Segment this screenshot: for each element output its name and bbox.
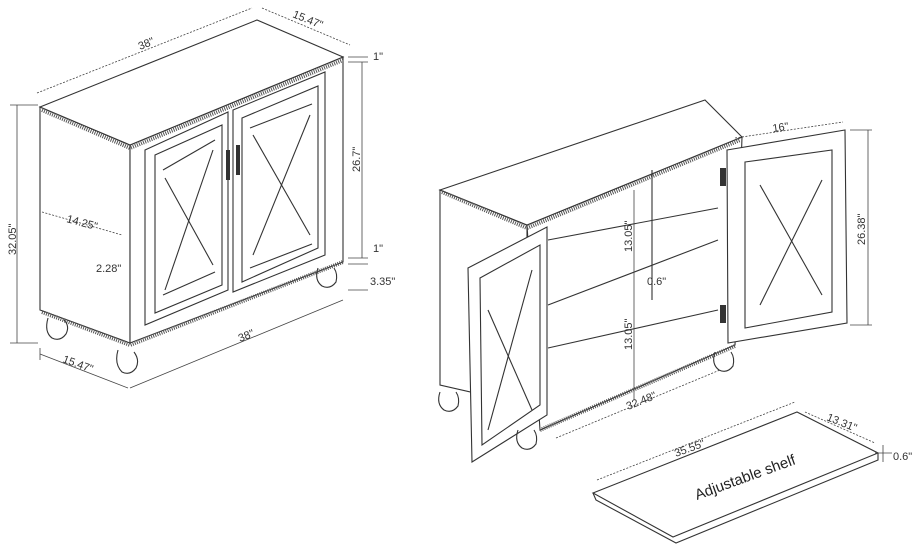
leg [316, 267, 338, 288]
dim-side-offset: 2.28" [96, 263, 121, 275]
left-door-inner-frame [154, 124, 223, 314]
open-cabinet [438, 99, 872, 463]
hinge-icon [720, 168, 726, 186]
dim-top-thickness: 1" [373, 51, 383, 63]
dim-lower-compartment: 13.05" [623, 318, 635, 350]
dim-body-height: 26.7" [351, 147, 363, 172]
dim-base-width: 38" [237, 328, 257, 345]
cabinet-top [38, 19, 345, 146]
adjustable-shelf [591, 401, 892, 544]
dim-door-width: 16" [772, 121, 790, 135]
right-door-inner-frame [241, 85, 319, 283]
dim-top-depth: 15.47" [291, 9, 325, 32]
hinge-icon [720, 305, 726, 323]
handle-icon [226, 150, 230, 180]
dim-base-thickness: 1" [373, 243, 383, 255]
dim-shelf-marker: 0.6" [647, 276, 666, 288]
leg [46, 317, 69, 340]
dim-top-width: 38" [137, 36, 157, 53]
right-door [232, 71, 326, 293]
dim-leg-height: 3.35" [370, 276, 395, 288]
leg [438, 391, 460, 412]
dim-overall-height: 32.05" [7, 223, 19, 255]
upper-shelf [547, 207, 719, 241]
dim-shelf-thickness: 0.6" [893, 451, 912, 463]
leg [116, 349, 139, 374]
lower-shelf [547, 309, 719, 349]
dim-upper-compartment: 13.05" [623, 220, 635, 252]
closed-cabinet [10, 7, 368, 389]
handle-icon [236, 145, 240, 175]
dim-base-depth: 15.47" [61, 354, 95, 376]
leg [713, 351, 735, 372]
dim-door-height: 26.38" [856, 213, 868, 245]
open-right-door [726, 129, 848, 344]
base-molding [41, 260, 344, 348]
top-molding [41, 58, 344, 151]
leg [516, 429, 538, 450]
left-door [144, 111, 229, 326]
